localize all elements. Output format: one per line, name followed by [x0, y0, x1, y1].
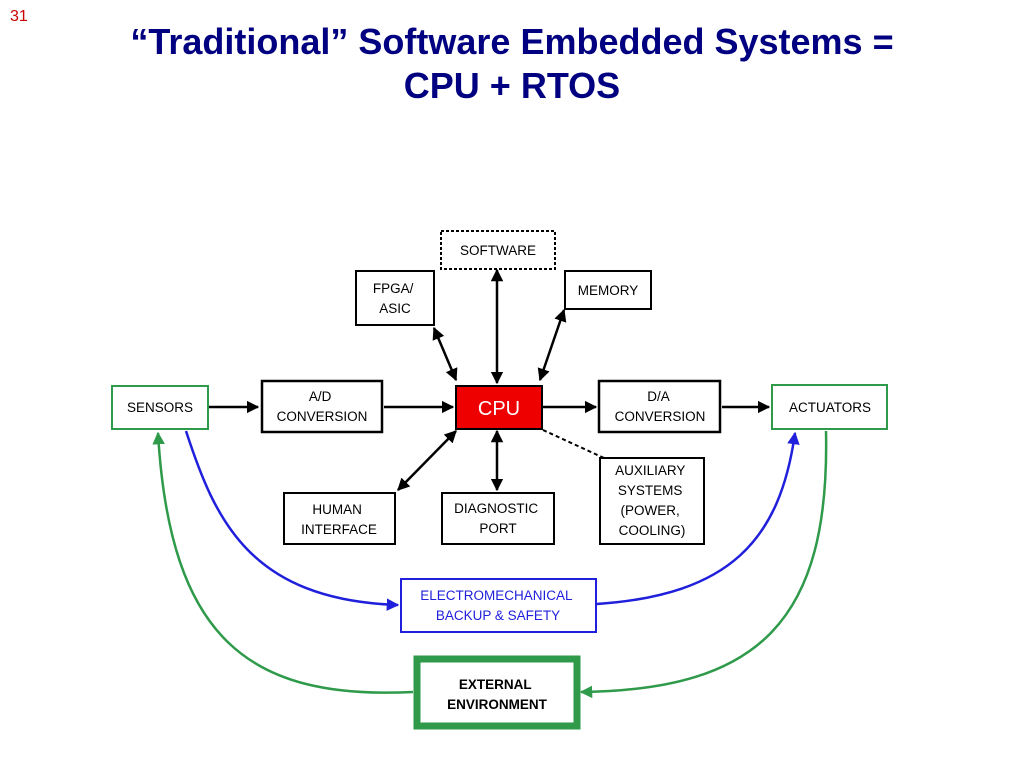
electromechanical-backup-box: ELECTROMECHANICAL BACKUP & SAFETY: [400, 578, 597, 633]
svg-text:ELECTROMECHANICAL BACKUP: ELECTROMECHANICAL BACKUP & SAFETY: [420, 588, 576, 623]
svg-text:EXTERNAL ENVIRONMENT: EXTERNAL ENVIRONMENT: [447, 677, 548, 712]
arrow-electromechanical-to-actuators: [596, 431, 800, 606]
link-cpu-auxiliary: [542, 429, 605, 459]
human-label-line-2: INTERFACE: [301, 522, 377, 537]
ad-label-line-2: CONVERSION: [277, 409, 368, 424]
diagnostic-label-line-1: DIAGNOSTIC: [454, 501, 538, 516]
electro-label-line-2: BACKUP & SAFETY: [436, 608, 560, 623]
fpga-label-line-1: FPGA/: [373, 281, 414, 296]
sensors-box: SENSORS: [111, 385, 209, 430]
human-interface-box: HUMAN INTERFACE: [283, 492, 396, 545]
da-label-line-1: D/A: [647, 389, 670, 404]
arrow-external-to-sensors: [152, 431, 414, 694]
svg-text:DIAGNOSTIC PORT: DIAGNOSTIC PORT: [454, 501, 542, 536]
slide-number: 31: [10, 8, 28, 25]
arrow-sensors-to-electromechanical: [184, 430, 400, 611]
svg-text:MEMORY: MEMORY: [578, 283, 639, 298]
da-label-line-2: CONVERSION: [615, 409, 706, 424]
auxiliary-label-line-3: (POWER,: [620, 503, 679, 518]
da-conversion-box: D/A CONVERSION: [597, 379, 722, 434]
memory-box: MEMORY: [564, 270, 652, 310]
software-box: SOFTWARE: [440, 230, 556, 270]
external-environment-box: EXTERNAL ENVIRONMENT: [413, 655, 581, 730]
svg-text:FPGA/ ASIC: FPGA/ ASIC: [373, 281, 417, 316]
fpga-asic-box: FPGA/ ASIC: [355, 270, 435, 326]
electro-label-line-1: ELECTROMECHANICAL: [420, 588, 573, 603]
cpu-box: CPU: [455, 385, 543, 430]
auxiliary-systems-box: AUXILIARY SYSTEMS (POWER, COOLING): [599, 457, 705, 545]
auxiliary-label-line-1: AUXILIARY: [615, 463, 685, 478]
memory-label: MEMORY: [578, 283, 639, 298]
slide-title: “Traditional” Software Embedded Systems …: [0, 20, 1024, 108]
svg-text:SENSORS: SENSORS: [127, 400, 193, 415]
svg-text:AUXILIARY SYSTEMS: AUXILIARY SYSTEMS (POWER, COOLING): [615, 463, 689, 538]
connectors: [152, 268, 828, 699]
auxiliary-label-line-2: SYSTEMS: [618, 483, 683, 498]
actuators-box: ACTUATORS: [771, 384, 888, 430]
software-label: SOFTWARE: [460, 243, 536, 258]
actuators-label: ACTUATORS: [789, 400, 871, 415]
title-line-1: “Traditional” Software Embedded Systems …: [130, 21, 894, 62]
title-line-2: CPU + RTOS: [403, 65, 621, 106]
svg-text:D/A CONVERSION: D/A CONVERSION: [615, 389, 706, 424]
cpu-label: CPU: [478, 398, 520, 420]
fpga-label-line-2: ASIC: [379, 301, 411, 316]
svg-text:A/D CONVERSION: A/D CONVERSION: [277, 389, 368, 424]
arrow-actuators-to-external: [579, 430, 828, 699]
ad-label-line-1: A/D: [309, 389, 332, 404]
auxiliary-label-line-4: COOLING): [619, 523, 686, 538]
human-label-line-1: HUMAN: [312, 502, 362, 517]
ad-conversion-box: A/D CONVERSION: [260, 379, 384, 434]
sensors-label: SENSORS: [127, 400, 193, 415]
external-label-line-1: EXTERNAL: [459, 677, 532, 692]
arrow-fpga-cpu: [432, 326, 458, 382]
svg-text:CPU: CPU: [478, 398, 520, 420]
svg-text:SOFTWARE: SOFTWARE: [460, 243, 536, 258]
arrow-memory-cpu: [537, 308, 567, 382]
svg-text:ACTUATORS: ACTUATORS: [789, 400, 871, 415]
svg-text:HUMAN INTERFACE: HUMAN INTERFACE: [301, 502, 377, 537]
arrow-human-cpu: [397, 430, 457, 491]
diagnostic-label-line-2: PORT: [479, 521, 516, 536]
external-label-line-2: ENVIRONMENT: [447, 697, 548, 712]
diagnostic-port-box: DIAGNOSTIC PORT: [441, 492, 555, 545]
